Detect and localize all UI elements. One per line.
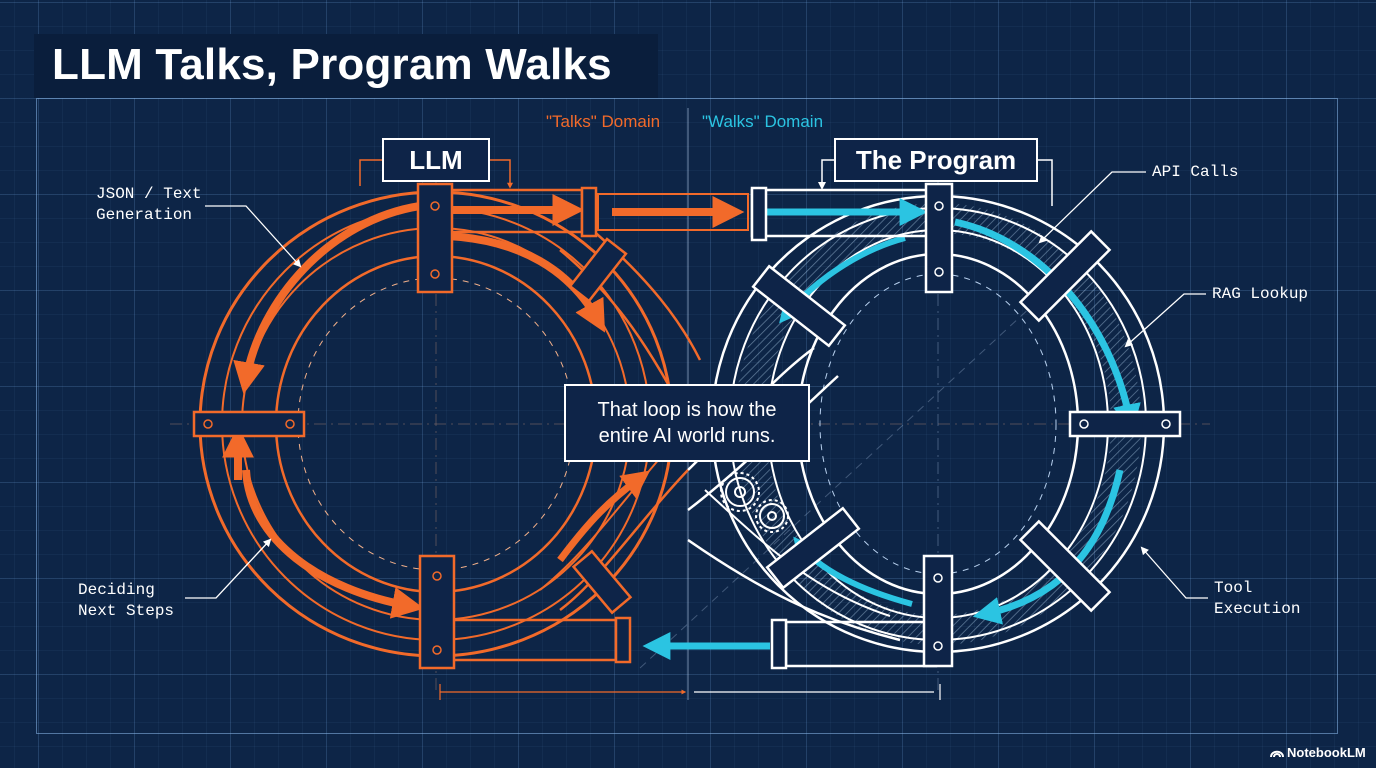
callout-leaders	[185, 171, 1208, 599]
rag-lookup-callout: RAG Lookup	[1212, 285, 1309, 303]
llm-connectors	[359, 159, 513, 189]
watermark-text: NotebookLM	[1287, 745, 1366, 761]
api-calls-callout: API Calls	[1152, 163, 1239, 181]
gear-icon	[720, 472, 789, 533]
watermark: NotebookLM	[1270, 744, 1366, 760]
dimension-lines	[439, 684, 941, 700]
blueprint-frame	[36, 98, 1338, 734]
notebooklm-logo-icon	[1270, 750, 1284, 758]
program-component-label: The Program	[834, 138, 1038, 182]
talks-domain-label: "Talks" Domain	[546, 112, 661, 131]
program-connectors	[818, 159, 1053, 206]
title-banner	[34, 34, 658, 98]
walks-domain-label: "Walks" Domain	[702, 112, 824, 131]
page-title: LLM Talks, Program Walks	[52, 40, 612, 89]
llm-component-label: LLM	[382, 138, 490, 182]
